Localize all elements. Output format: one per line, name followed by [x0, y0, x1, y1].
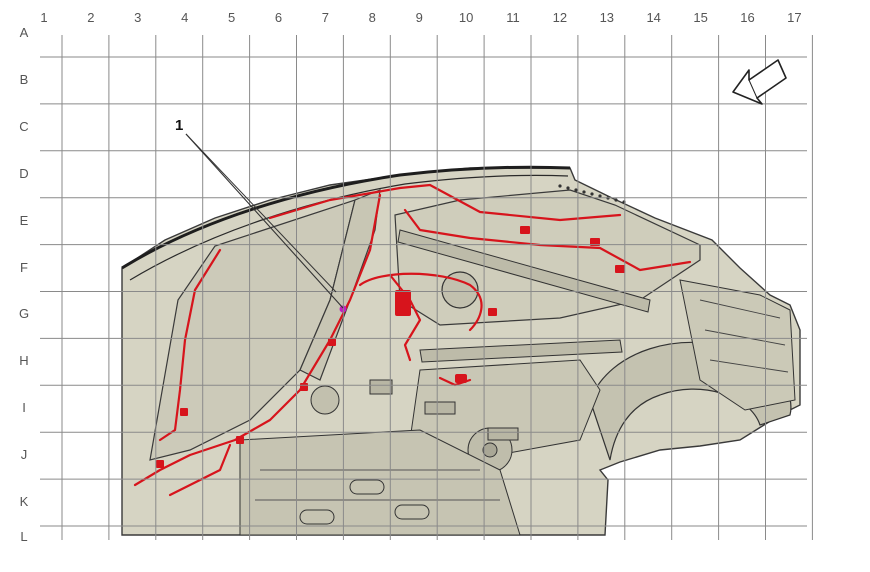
grid-column-label: 14 [646, 10, 661, 25]
bracket-1 [424, 401, 456, 415]
harness-roof-branch [268, 183, 622, 222]
grid-column-label: 2 [87, 10, 95, 25]
grid-column-label: 11 [506, 10, 520, 25]
harness-floor-branch [168, 443, 232, 497]
rear-tail-panel [679, 279, 796, 411]
shock-tower [441, 271, 479, 309]
grid-row-label: C [19, 118, 29, 134]
grid-column-label: 15 [693, 10, 708, 25]
cross-member-lower [419, 339, 623, 363]
callout-leader-line-2 [185, 133, 337, 293]
floor-slot-1 [349, 479, 385, 495]
grid-column-label: 8 [368, 10, 376, 25]
harness-window-branch [158, 248, 222, 442]
grid-column-label: 16 [740, 10, 755, 25]
floor-slot-2 [394, 504, 430, 520]
grid-row-label: E [19, 212, 29, 228]
grid-column-label: 17 [787, 10, 802, 25]
grid-lines [40, 35, 813, 540]
bracket-3 [369, 379, 393, 395]
spare-wheel-hub [482, 442, 498, 458]
roof-edge [121, 165, 571, 270]
grid-column-label: 13 [599, 10, 615, 25]
grid-column-label: 5 [227, 10, 236, 25]
grid-column-label: 3 [134, 10, 142, 25]
grid-row-label: A [19, 25, 29, 40]
grid-column-label: 12 [552, 10, 568, 25]
bracket-2 [487, 427, 519, 441]
grid-row-label: G [18, 306, 30, 322]
grid-row-label: L [20, 529, 28, 544]
grid-row-label: J [20, 447, 28, 463]
harness-loop [358, 272, 483, 332]
harness-pillar-branch [133, 193, 382, 487]
harness-connectors [156, 226, 625, 468]
grid-row-label: B [19, 71, 29, 87]
grid-row-label: F [20, 259, 28, 275]
grid-column-label: 6 [274, 10, 283, 25]
grid-column-label: 10 [458, 10, 474, 25]
grid-row-label: H [19, 353, 29, 369]
grid-row-label: D [19, 165, 29, 181]
front-direction-arrow-icon [732, 59, 787, 105]
callout-label-1: 1 [175, 117, 184, 134]
grid-row-label: K [19, 494, 29, 509]
shock-tower-left [310, 385, 340, 415]
callout-leader-line [185, 133, 344, 309]
grid-column-label: 9 [415, 10, 423, 25]
grid-column-label: 7 [321, 10, 329, 25]
grid-row-label: I [22, 400, 26, 416]
grid-column-label: 1 [40, 10, 48, 25]
grid-column-label: 4 [181, 10, 189, 25]
floor-slot-3 [299, 509, 335, 525]
vehicle-body-rear-section [121, 165, 801, 536]
